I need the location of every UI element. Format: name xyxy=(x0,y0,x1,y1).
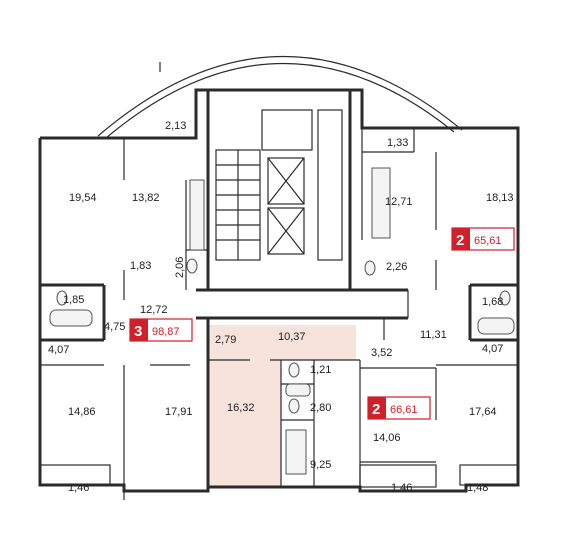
room-area-label: 1,83 xyxy=(130,260,151,272)
apartment-badge[interactable]: 3 98,87 xyxy=(129,318,193,342)
room-area-label: 4,07 xyxy=(48,344,69,356)
room-area-label: 4,75 xyxy=(104,321,125,333)
room-area-label: 4,07 xyxy=(482,343,503,355)
room-labels: 2,13 1,33 19,54 13,82 12,71 18,13 1,83 2… xyxy=(48,120,514,494)
room-area-label: 2,06 xyxy=(174,257,186,278)
room-area-label: 2,80 xyxy=(310,402,331,414)
room-area-label: 2,79 xyxy=(215,334,236,346)
room-area-label: 1,46 xyxy=(68,482,89,494)
highlighted-apartment[interactable] xyxy=(208,325,356,487)
room-area-label: 1,48 xyxy=(467,482,488,494)
total-area: 66,61 xyxy=(390,404,418,416)
room-area-label: 9,25 xyxy=(310,459,331,471)
room-area-label: 18,13 xyxy=(486,192,514,204)
apartment-badge[interactable]: 2 65,61 xyxy=(451,227,515,251)
total-area: 98,87 xyxy=(152,326,180,338)
room-area-label: 19,54 xyxy=(69,192,97,204)
room-area-label: 1,33 xyxy=(387,137,408,149)
room-area-label: 13,82 xyxy=(132,192,160,204)
room-area-label: 10,37 xyxy=(278,331,306,343)
room-area-label: 17,91 xyxy=(165,406,193,418)
corridor xyxy=(196,288,409,320)
rooms-count: 2 xyxy=(372,401,380,418)
arched-balcony xyxy=(97,55,463,139)
rooms-count: 2 xyxy=(456,232,464,249)
room-area-label: 1,68 xyxy=(482,296,503,308)
room-area-label: 1,46 xyxy=(391,482,412,494)
rooms-count: 3 xyxy=(134,323,142,340)
room-area-label: 1,21 xyxy=(310,364,331,376)
room-area-label: 12,72 xyxy=(140,304,168,316)
room-area-label: 11,31 xyxy=(420,329,447,341)
sanitary-fixtures xyxy=(49,167,515,475)
apartment-badge[interactable]: 2 66,61 xyxy=(367,396,431,420)
room-area-label: 1,85 xyxy=(63,294,84,306)
room-area-label: 2,13 xyxy=(165,120,186,132)
room-area-label: 14,06 xyxy=(373,432,401,444)
room-area-label: 3,52 xyxy=(371,347,392,359)
room-area-label: 17,64 xyxy=(469,406,497,418)
room-area-label: 2,26 xyxy=(386,261,407,273)
total-area: 65,61 xyxy=(474,235,502,247)
center-walls xyxy=(206,318,437,491)
room-area-label: 14,86 xyxy=(68,406,96,418)
room-area-label: 12,71 xyxy=(385,196,413,208)
room-area-label: 16,32 xyxy=(227,402,255,414)
right-apartment-walls xyxy=(359,128,519,488)
building-core xyxy=(206,88,352,292)
